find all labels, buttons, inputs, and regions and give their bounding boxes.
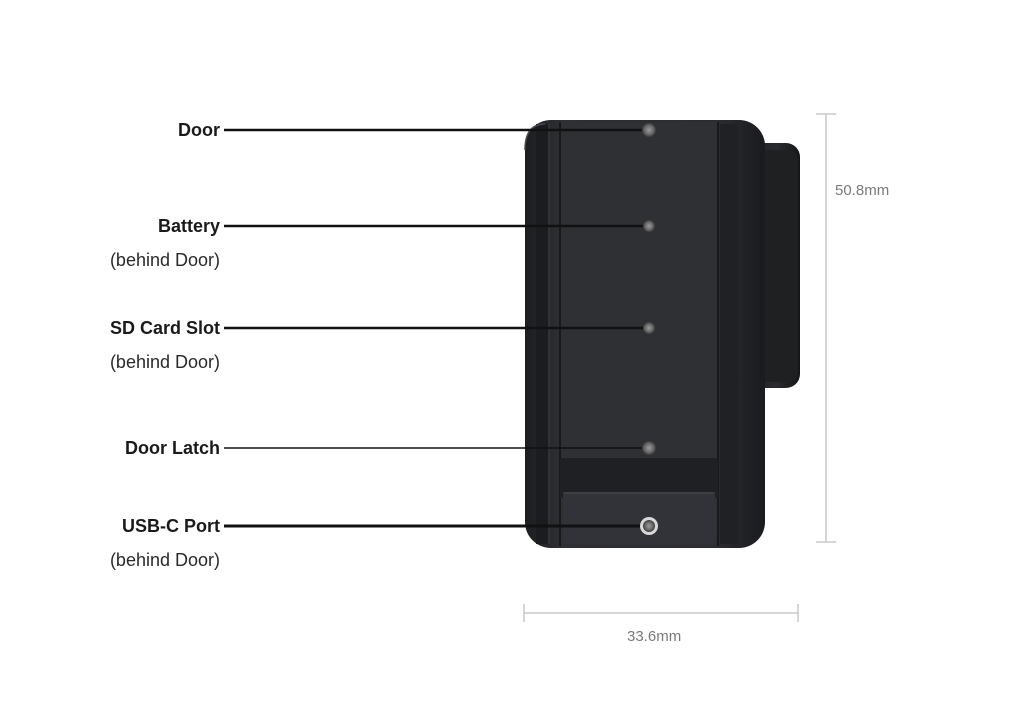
callout-sd-card-note: (behind Door)	[109, 352, 220, 372]
width-dimension-label: 33.6mm	[627, 628, 682, 645]
callout-usb-c-label: USB-C Port	[122, 516, 220, 536]
callout-sd-card-label: SD Card Slot	[109, 318, 220, 338]
door-marker	[642, 123, 656, 137]
callout-battery-label: Battery	[157, 216, 220, 236]
door-latch-marker	[642, 441, 656, 455]
door-latch-area	[560, 458, 718, 498]
height-dimension-label: 50.8mm	[835, 182, 890, 199]
height-dimension	[816, 113, 836, 543]
callout-door-label: Door	[178, 120, 220, 140]
width-dimension	[523, 604, 799, 622]
callout-door-latch-label: Door Latch	[124, 438, 220, 458]
battery-marker	[643, 220, 655, 232]
callout-usb-c-note: (behind Door)	[109, 550, 220, 570]
sd-card-marker	[643, 322, 655, 334]
callout-battery-note: (behind Door)	[109, 250, 220, 270]
